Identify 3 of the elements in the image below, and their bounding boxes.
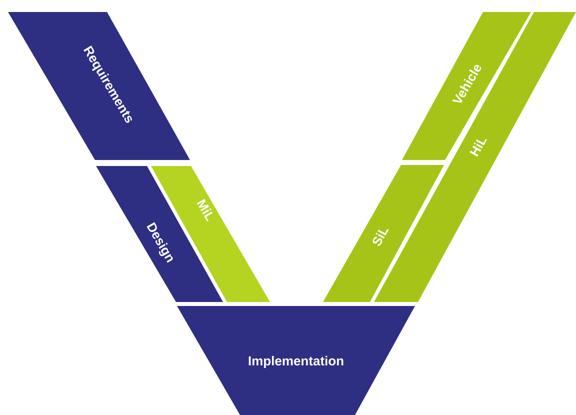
- v-model-band: SiL: [323, 165, 444, 302]
- v-model-band: Implementation: [177, 306, 415, 415]
- node-label: SiL: [372, 228, 389, 246]
